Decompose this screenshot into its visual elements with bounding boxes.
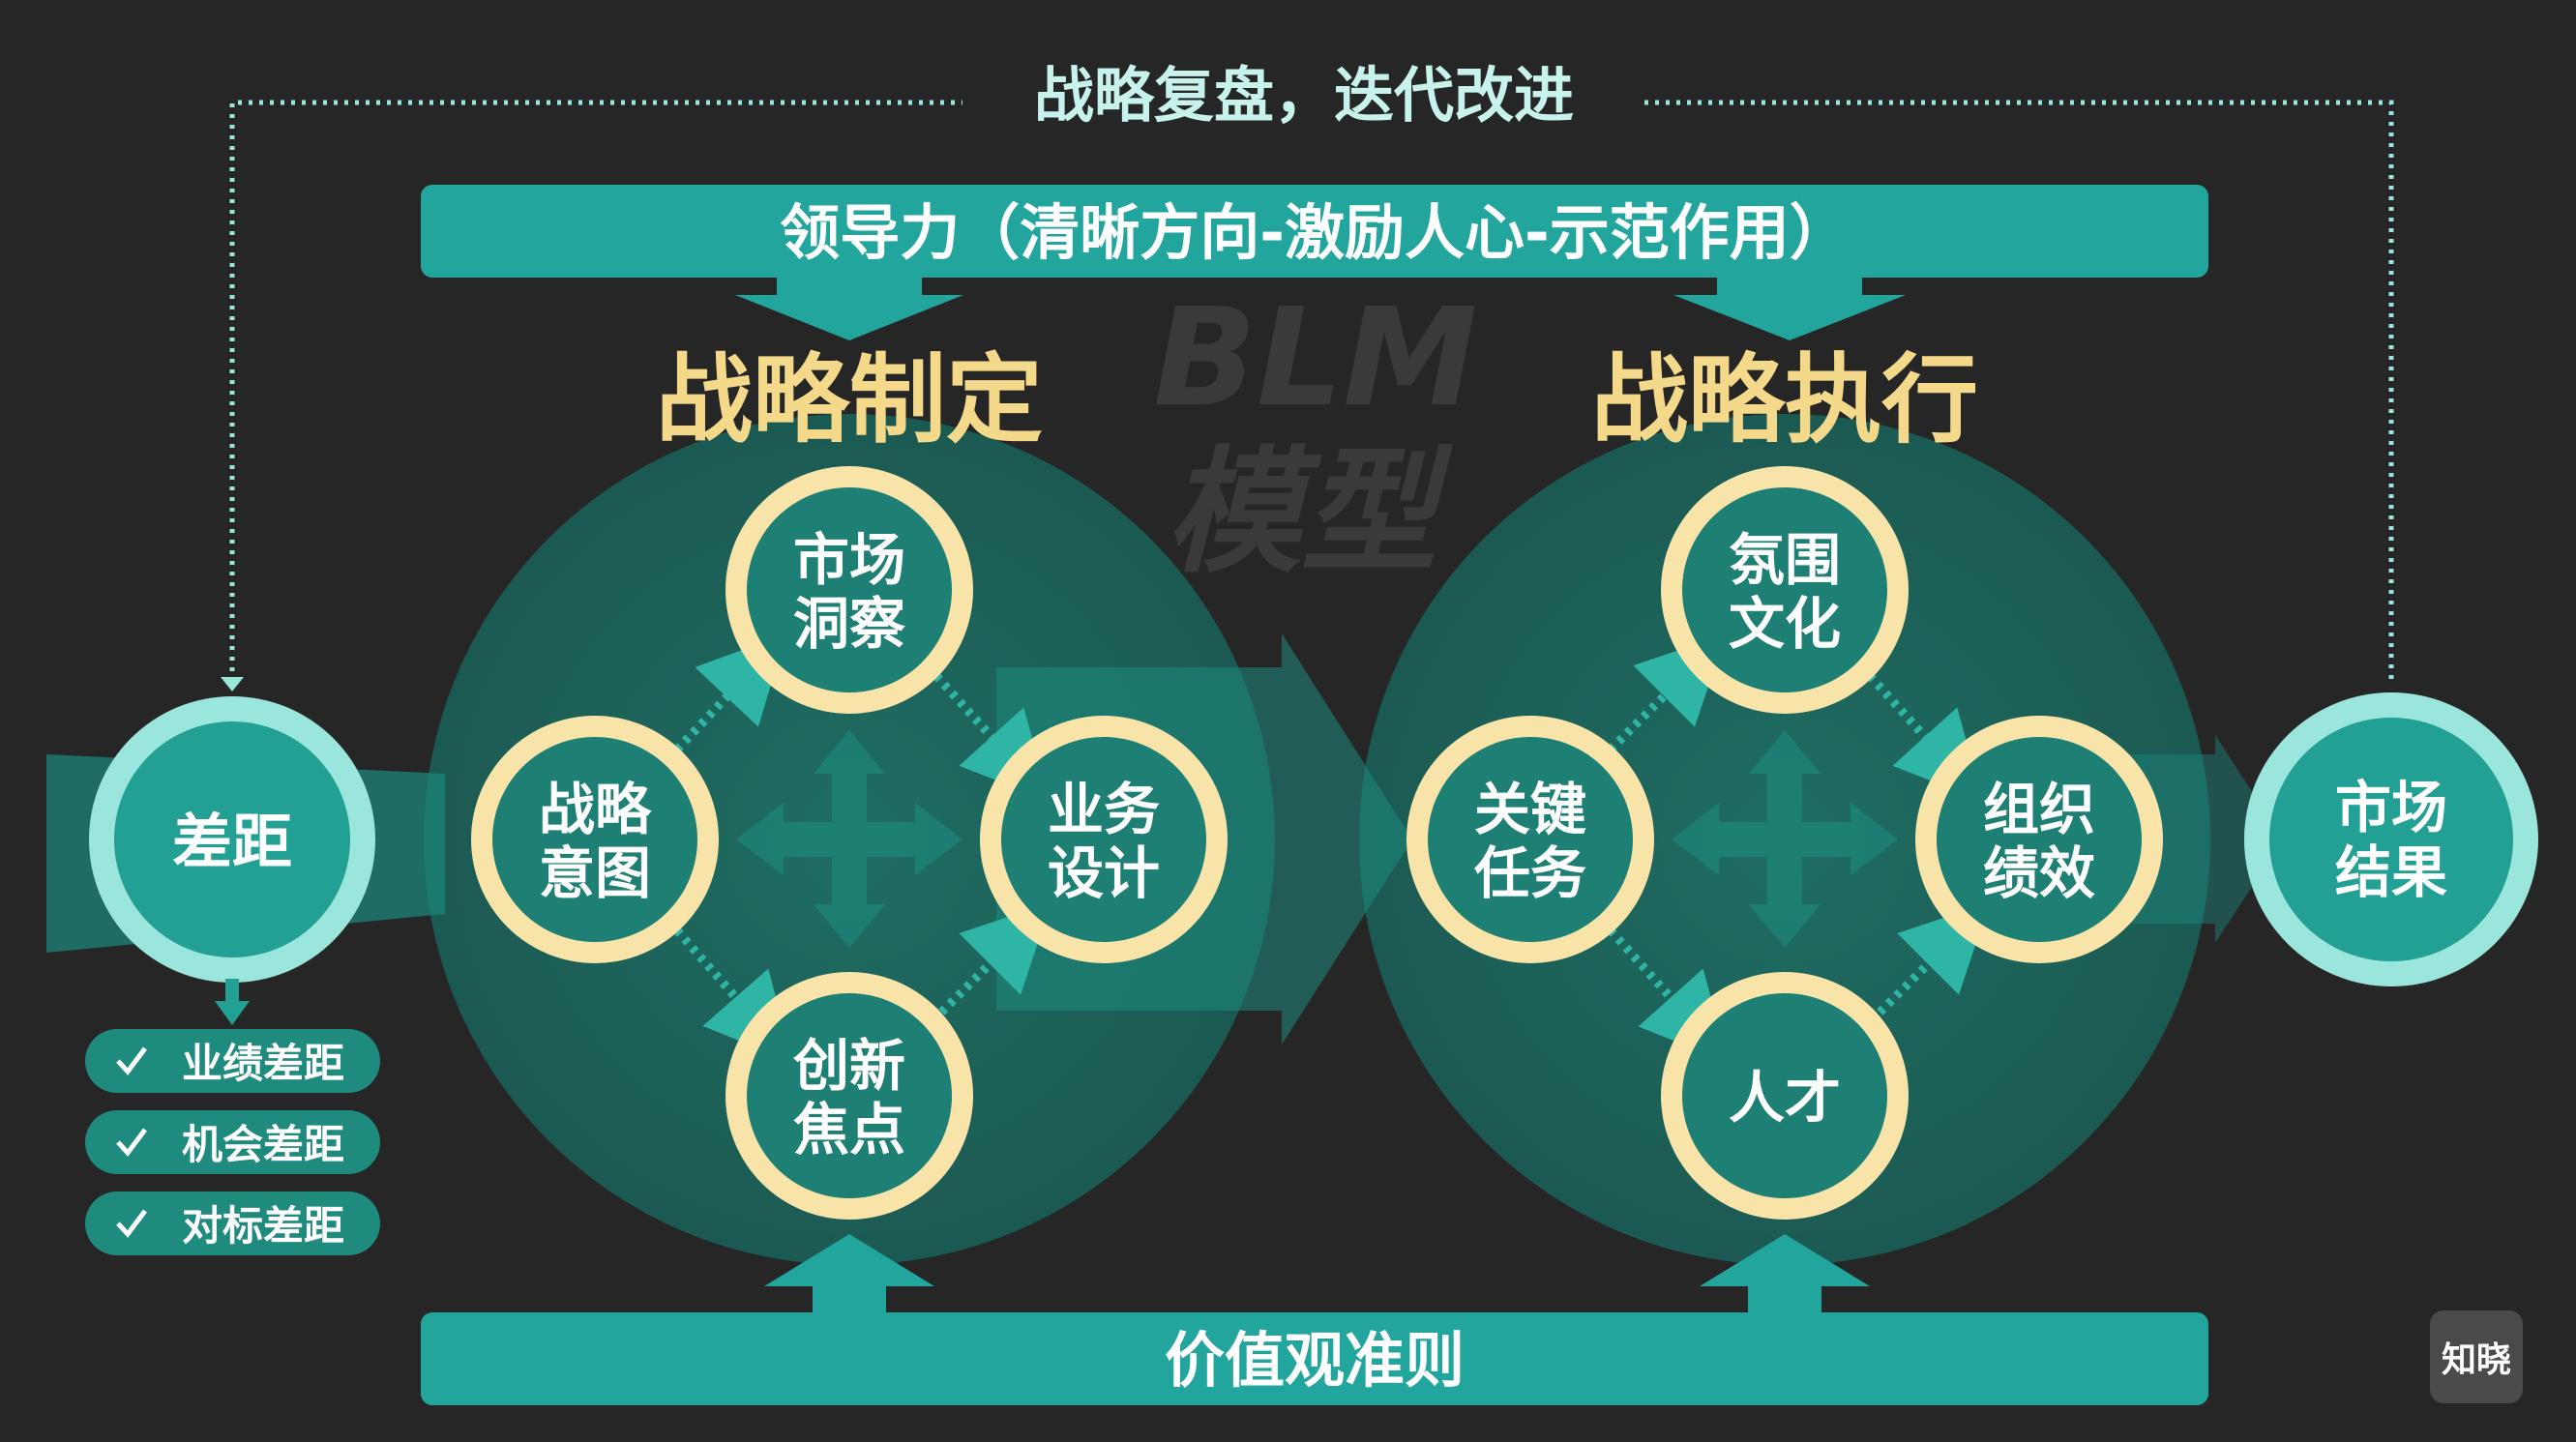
logo-text: 知晓 (2441, 1340, 2511, 1380)
values-arrow-left (764, 1234, 934, 1313)
gap-item-label: 业绩差距 (182, 1040, 344, 1087)
execution-connectors (1607, 634, 1990, 1063)
node-label: 意图 (539, 840, 651, 906)
values-arrow-right (1700, 1234, 1870, 1313)
execution-cross-arrows-icon (1672, 730, 1898, 948)
gap-item-2 (85, 1110, 380, 1174)
formulation-title: 战略制定 (656, 343, 1043, 456)
market-result-label-line1: 市场 (2335, 775, 2447, 840)
node-core (492, 737, 697, 942)
execution-title: 战略执行 (1591, 343, 1978, 456)
gap-item-label: 机会差距 (182, 1121, 344, 1168)
node-label: 文化 (1729, 591, 1841, 657)
gap-down-arrow (215, 979, 250, 1025)
leadership-arrow-left (735, 278, 963, 340)
leadership-arrow-right (1673, 278, 1906, 340)
gap-item-3 (85, 1192, 380, 1255)
node-label: 洞察 (793, 591, 905, 657)
node-core (1937, 737, 2142, 942)
node-label: 人才 (1729, 1065, 1841, 1131)
node-core (1682, 993, 1887, 1198)
formulation-connectors (673, 633, 1051, 1063)
leadership-banner-label: 领导力（清晰方向-激励人心-示范作用） (780, 197, 1849, 268)
gap-node-inner (114, 721, 350, 957)
node-label: 创新 (793, 1033, 905, 1099)
node-label: 业务 (1048, 777, 1160, 842)
blm-watermark: BLM (1153, 280, 1477, 437)
leadership-banner (421, 185, 2208, 278)
node-core (1001, 737, 1206, 942)
node-core (747, 993, 952, 1198)
node-label: 市场 (793, 527, 905, 593)
gap-item-label: 对标差距 (182, 1202, 344, 1250)
check-icon (116, 1128, 147, 1157)
node-label: 组织 (1983, 777, 2095, 842)
execution-node-bottom: 人才 (1661, 972, 1909, 1220)
review-loop-label: 战略复盘，迭代改进 (1034, 60, 1574, 131)
node-label: 氛围 (1729, 527, 1841, 593)
node-core (747, 487, 952, 692)
node-label: 设计 (1048, 840, 1160, 906)
node-label: 任务 (1474, 840, 1586, 906)
review-loop-arrowhead (221, 677, 244, 692)
node-label: 焦点 (793, 1097, 905, 1162)
node-label: 战略 (539, 777, 652, 842)
gap-item-1 (85, 1029, 380, 1093)
formulation-cross-arrows-icon (736, 730, 962, 948)
gap-list: 业绩差距 机会差距 对标差距 (85, 1029, 380, 1255)
node-core (1682, 487, 1887, 692)
review-loop-line (229, 100, 2394, 682)
values-banner-label: 价值观准则 (1165, 1325, 1465, 1396)
check-icon (116, 1046, 147, 1075)
check-icon (116, 1209, 147, 1238)
model-watermark: 模型 (1166, 434, 1454, 592)
market-result-node-inner (2269, 718, 2513, 961)
node-label: 绩效 (1983, 840, 2095, 906)
node-core (1428, 737, 1633, 942)
logo-badge: 知晓 (2430, 1310, 2523, 1403)
values-banner (421, 1312, 2208, 1405)
market-result-label-line2: 结果 (2335, 839, 2447, 905)
node-label: 关键 (1474, 777, 1586, 842)
gap-label: 差距 (172, 807, 292, 877)
